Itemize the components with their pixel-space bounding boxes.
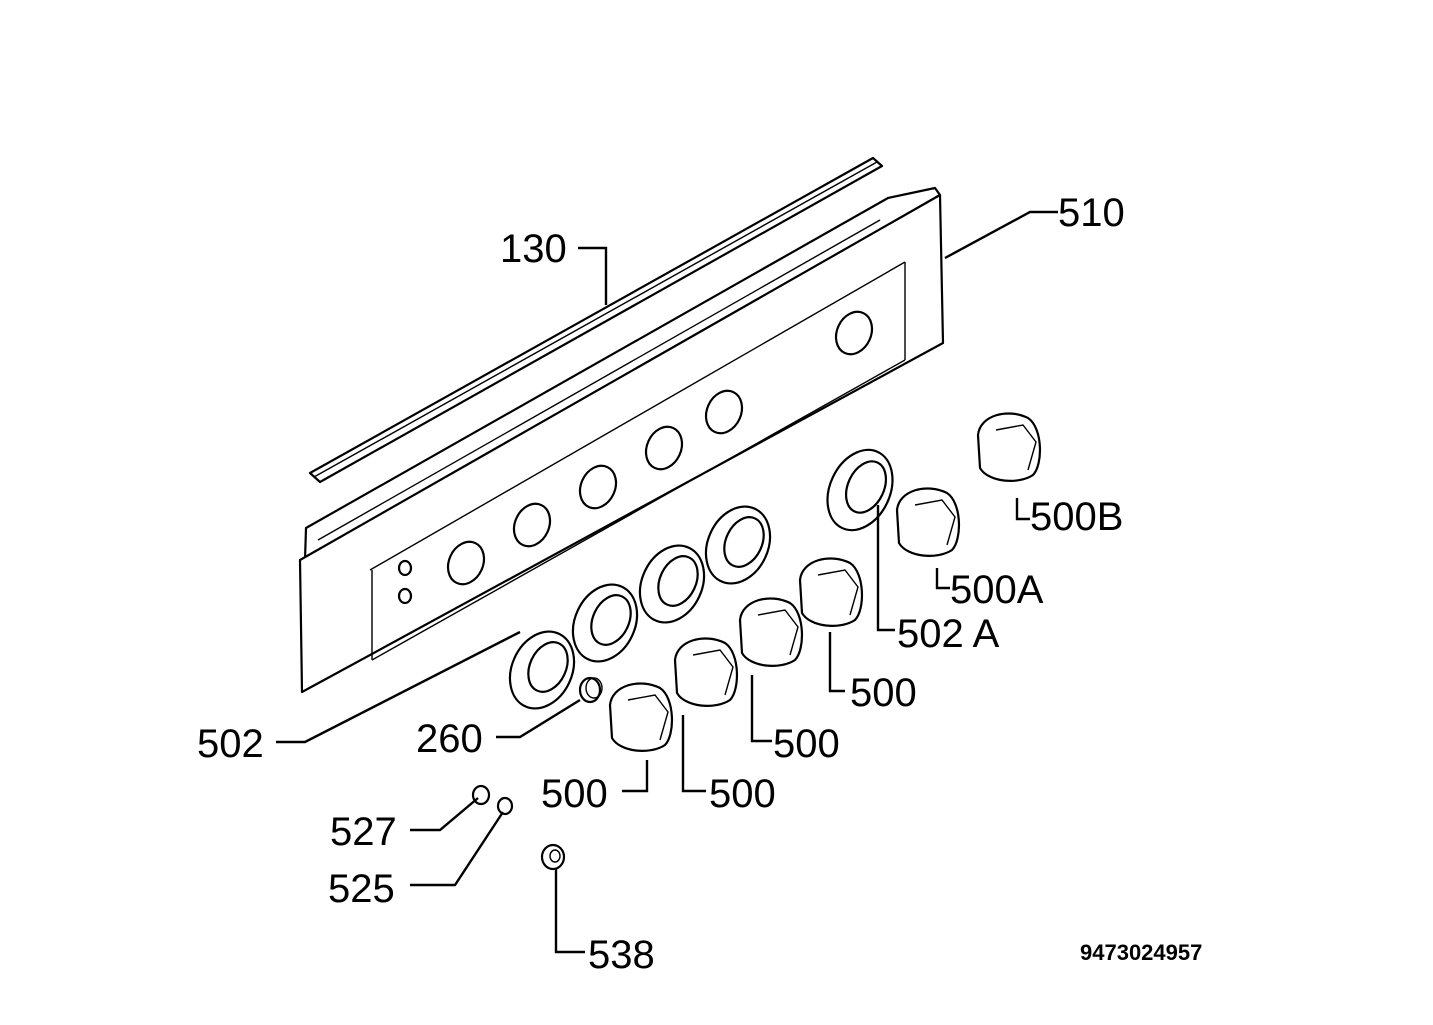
label-502: 502	[197, 722, 264, 766]
leader-lines	[276, 210, 1058, 954]
label-500b: 500B	[1030, 495, 1123, 539]
control-knobs-part	[608, 557, 864, 752]
label-500-knob-1: 500	[541, 772, 608, 816]
nut-538-part	[540, 843, 566, 871]
panel-hole	[446, 540, 486, 586]
indicator-hole	[397, 559, 413, 577]
control-panel-part	[298, 186, 945, 694]
panel-hole	[578, 464, 618, 510]
panel-hole	[644, 425, 684, 471]
spring-part	[578, 676, 603, 704]
panel-hole	[704, 389, 744, 435]
label-500-knob-4: 500	[850, 671, 917, 715]
label-500-knob-3: 500	[773, 722, 840, 766]
label-500-knob-2: 500	[709, 772, 776, 816]
bezel-ring-a-part	[826, 448, 894, 532]
knob-b-part	[976, 412, 1042, 482]
label-538: 538	[588, 933, 655, 977]
label-510: 510	[1058, 191, 1125, 235]
indicator-hole	[397, 587, 413, 605]
panel-hole	[834, 310, 874, 356]
label-130: 130	[500, 227, 567, 271]
label-260: 260	[416, 717, 483, 761]
document-number: 9473024957	[1080, 940, 1202, 965]
label-500a: 500A	[950, 568, 1044, 612]
label-525: 525	[328, 867, 395, 911]
bezel-rings-part	[508, 505, 772, 710]
knob-a-part	[895, 487, 961, 557]
bushing-525-part	[496, 796, 514, 816]
seal-strip-part	[308, 156, 884, 484]
label-527: 527	[330, 810, 397, 854]
label-502a: 502 A	[897, 612, 1000, 656]
panel-hole	[512, 502, 552, 548]
